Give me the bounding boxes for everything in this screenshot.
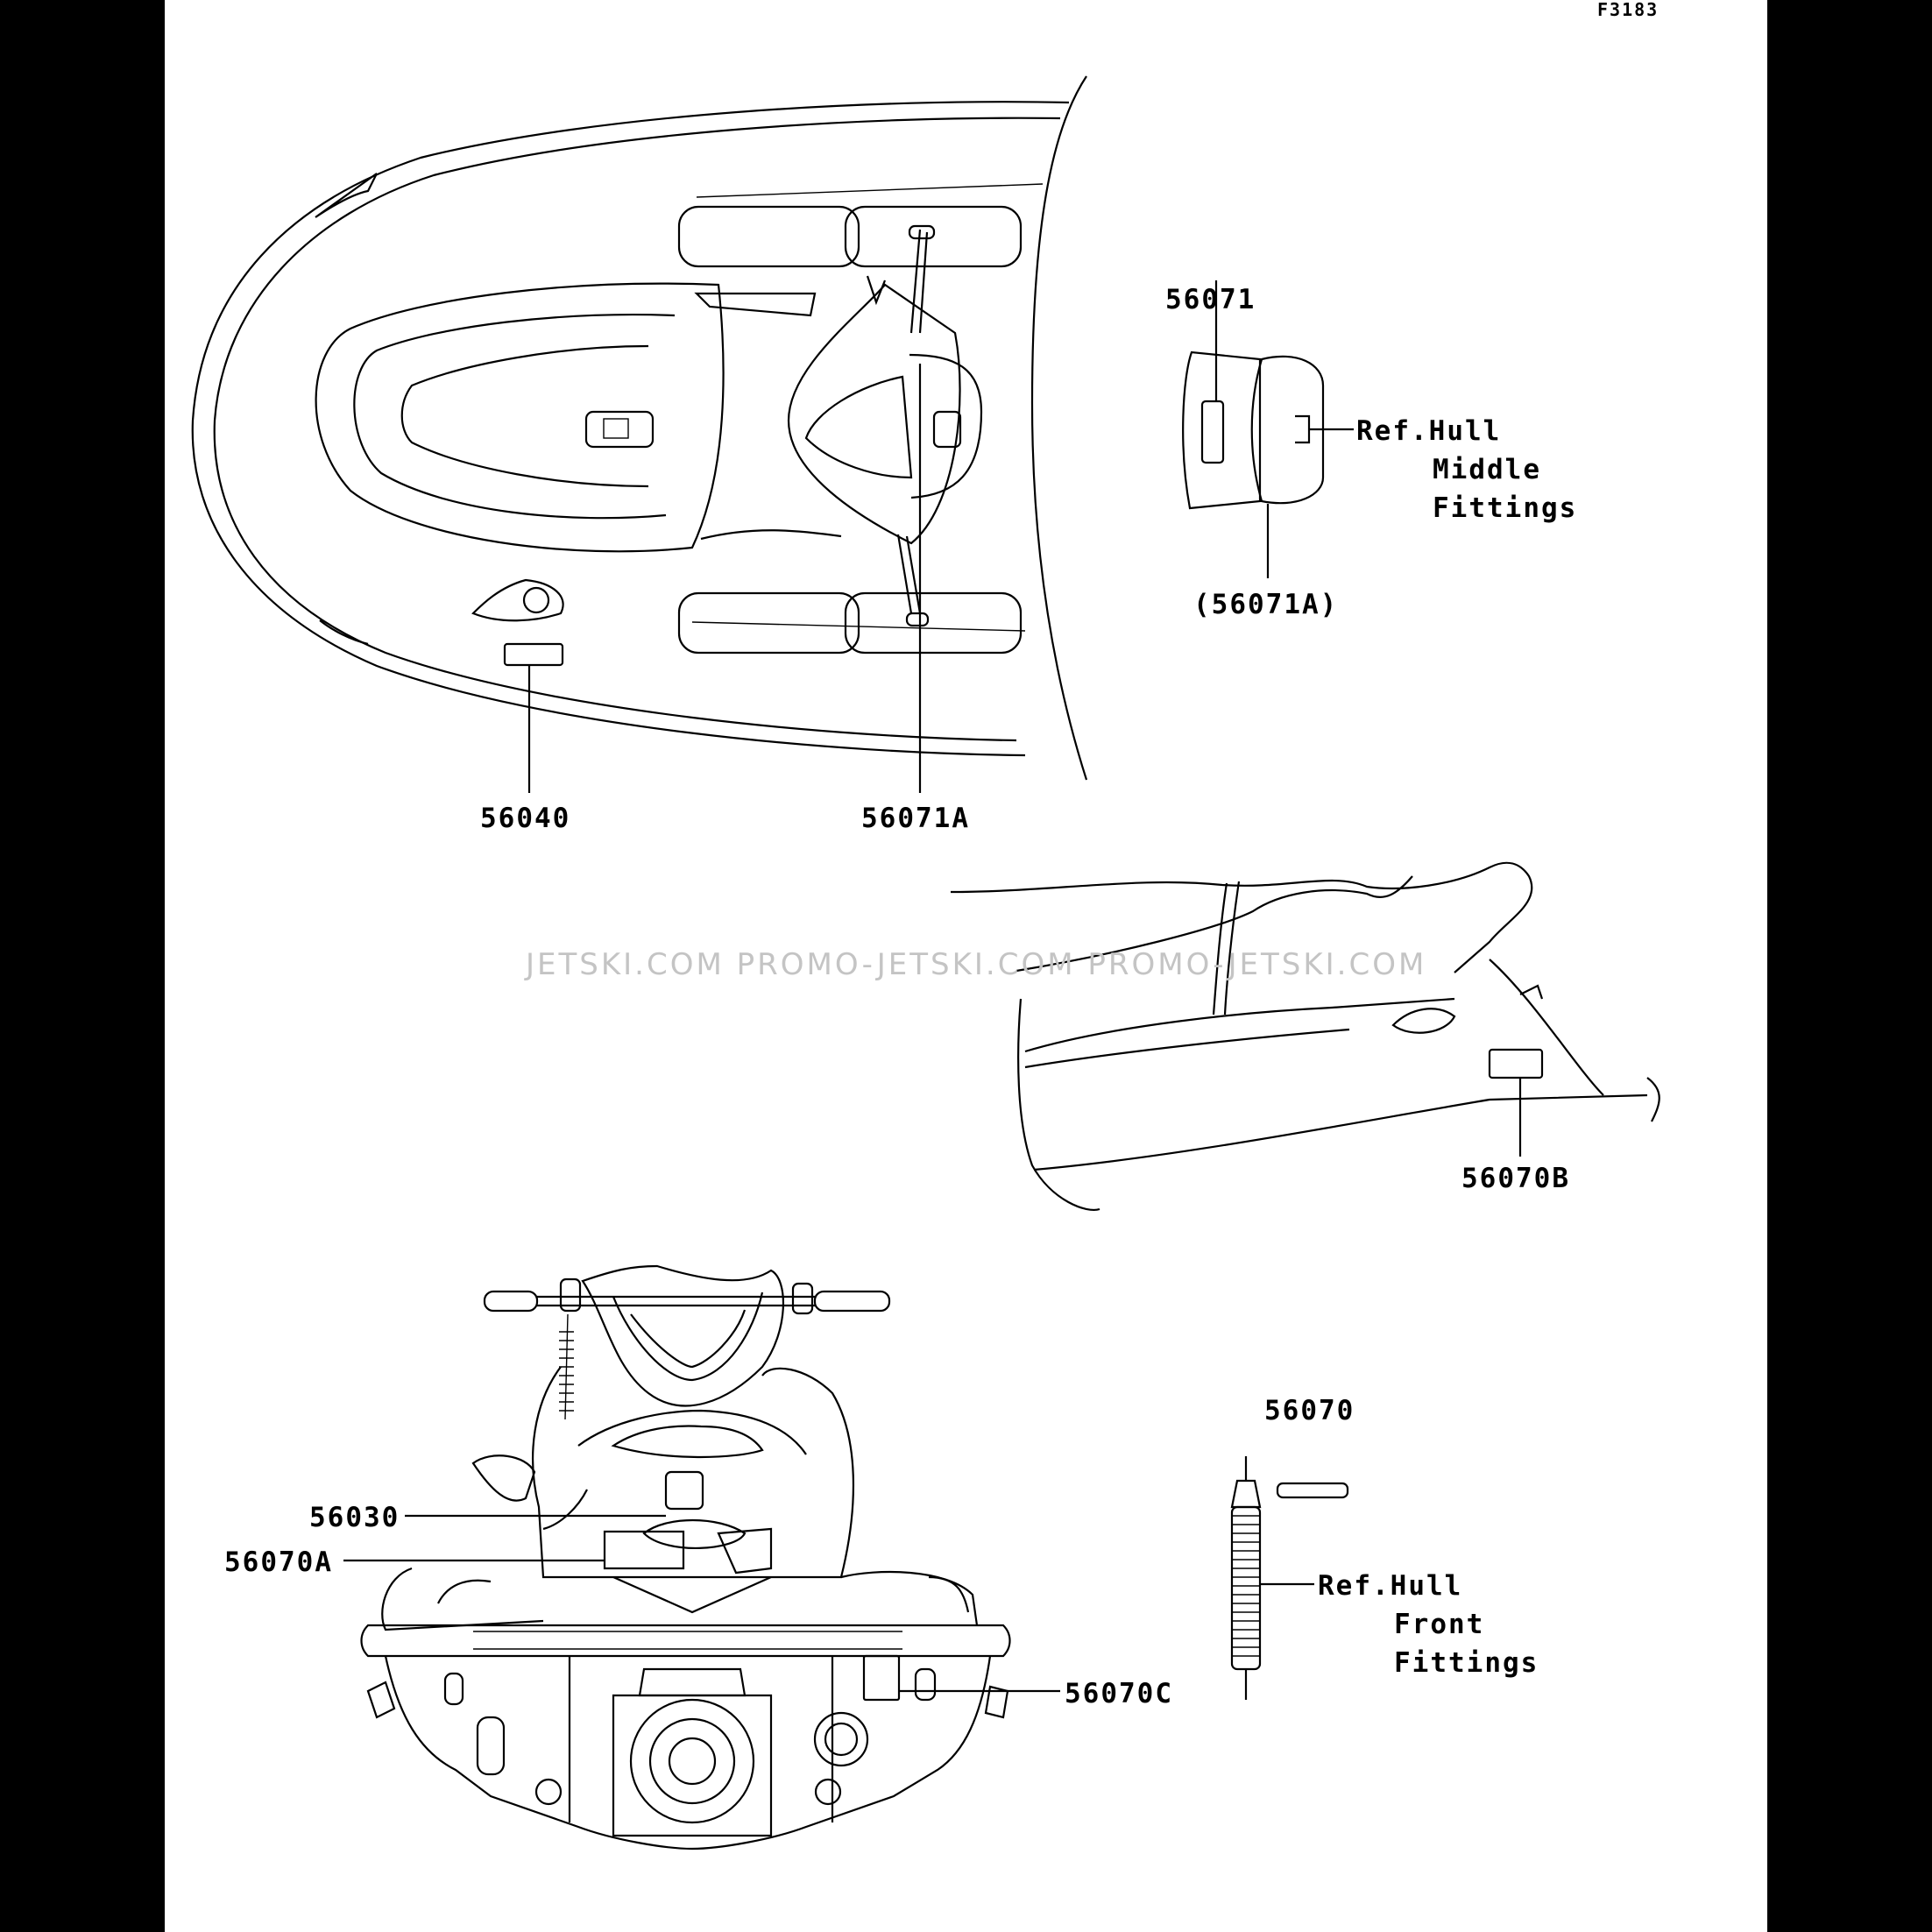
callout-56070A: 56070A (224, 1546, 333, 1578)
ref-middle-line2: Middle (1433, 454, 1541, 485)
watermark: JETSKI.COM PROMO-JETSKI.COM PROMO-JETSKI… (524, 947, 1426, 982)
detail-56071 (1182, 350, 1325, 510)
ref-middle-line1: Ref.Hull (1356, 415, 1501, 447)
callout-56070: 56070 (1264, 1395, 1355, 1426)
seat-side-view (950, 861, 1660, 1211)
callout-56071A: 56071A (861, 803, 970, 834)
ref-middle-line3: Fittings (1433, 492, 1577, 524)
callout-56071: 56071 (1165, 284, 1256, 315)
callout-56071A-paren: (56071A) (1193, 589, 1338, 620)
callout-56030: 56030 (309, 1502, 400, 1533)
callout-56070B: 56070B (1461, 1163, 1570, 1194)
hull-top-view (191, 75, 1088, 781)
ref-front-line1: Ref.Hull (1318, 1570, 1462, 1602)
ref-front-line3: Fittings (1394, 1647, 1539, 1679)
rear-view (360, 1264, 1011, 1851)
leader-lines (343, 280, 1522, 1693)
ref-front-line2: Front (1394, 1609, 1484, 1640)
diagram-sheet (165, 0, 1767, 1932)
figure-id: F3183 (1597, 0, 1659, 20)
front-fittings-detail (1230, 1456, 1349, 1700)
callout-56070C: 56070C (1065, 1678, 1173, 1709)
callout-56040: 56040 (480, 803, 570, 834)
